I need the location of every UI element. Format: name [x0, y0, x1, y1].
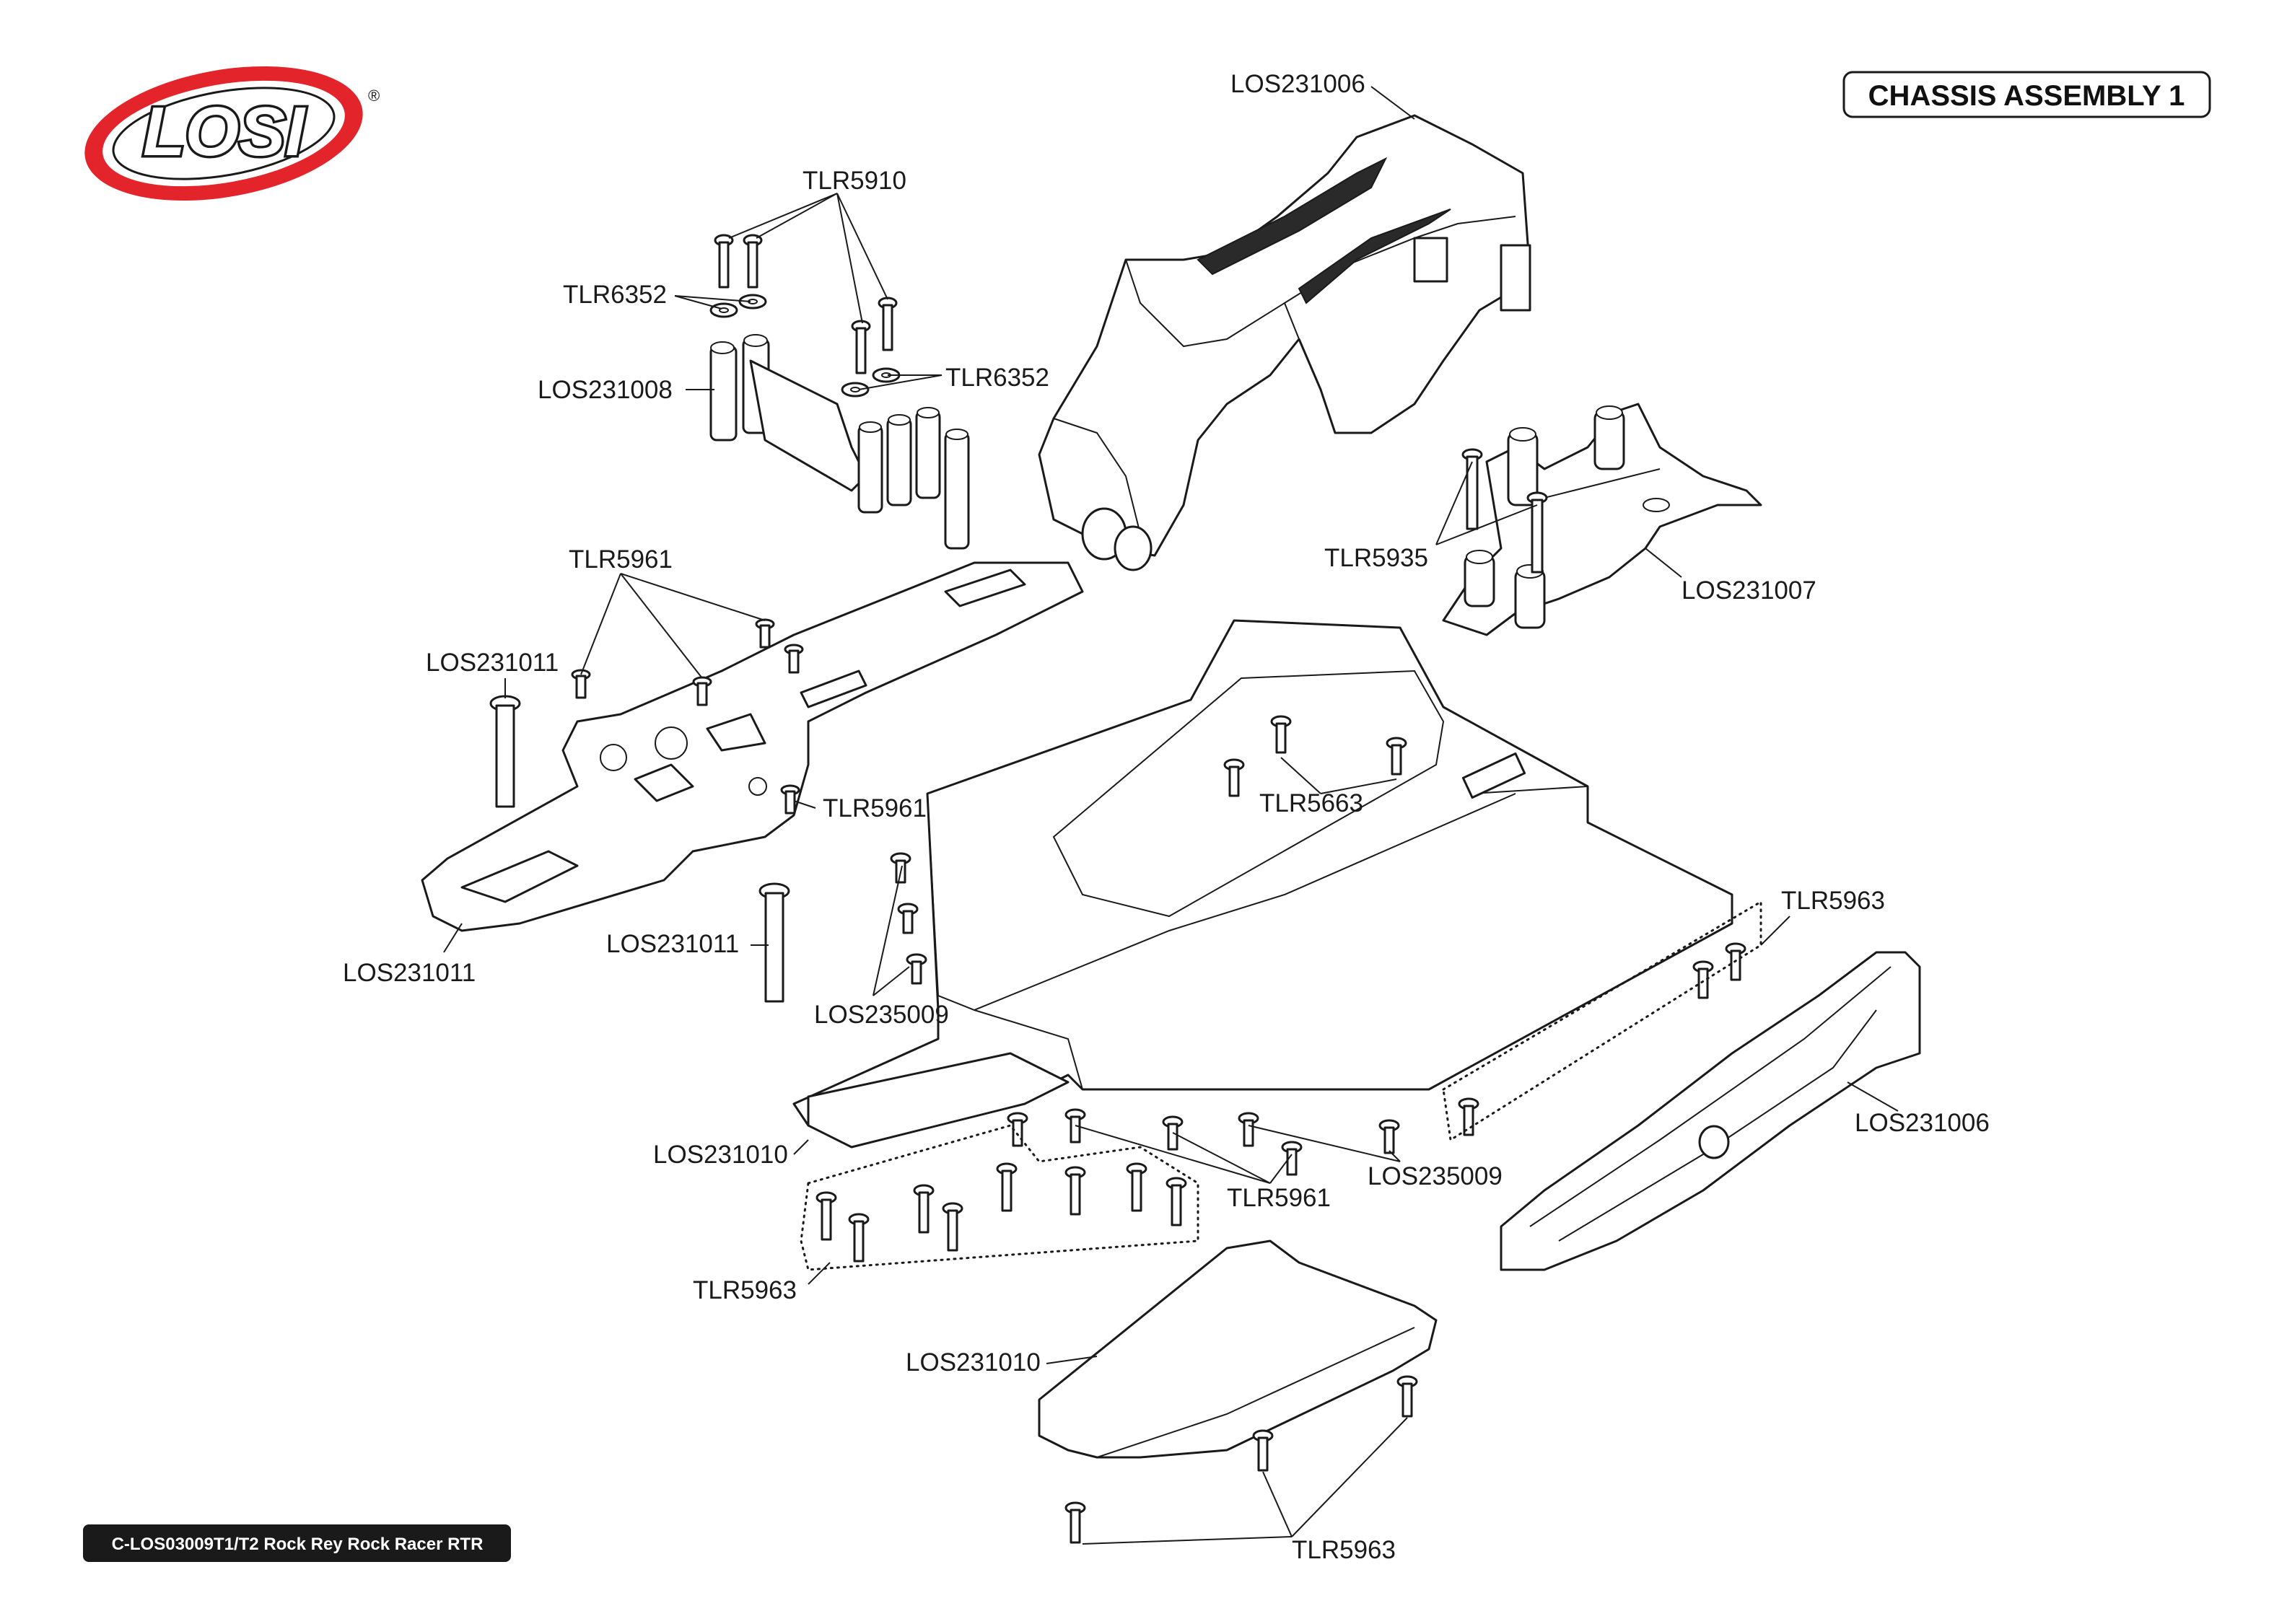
label-los231006-nerf: LOS231006	[1855, 1109, 1990, 1137]
part-top-brace	[421, 561, 1084, 932]
part-front-skid	[807, 1052, 1070, 1149]
leader-los231006-top	[1370, 86, 1415, 120]
screw	[1281, 1141, 1303, 1176]
screw	[1223, 758, 1245, 797]
title-box: CHASSIS ASSEMBLY 1	[1842, 71, 2211, 118]
label-los231011-brace: LOS231011	[343, 959, 476, 987]
posts-los231011	[489, 695, 790, 1003]
footer-badge: C-LOS03009T1/T2 Rock Rey Rock Racer RTR	[83, 1524, 511, 1562]
screw	[1162, 1115, 1184, 1151]
label-tlr5935: TLR5935	[1324, 544, 1428, 572]
losi-logo: LOSI ®	[84, 66, 380, 201]
label-tlr5961-single: TLR5961	[823, 794, 927, 822]
screw	[1064, 1166, 1086, 1216]
screw	[1378, 1119, 1400, 1154]
screw	[1396, 1375, 1418, 1418]
page-title: CHASSIS ASSEMBLY 1	[1868, 80, 2185, 112]
part-main-chassis	[792, 619, 1733, 1127]
logo-text: LOSI	[143, 93, 306, 170]
screw	[1458, 1097, 1479, 1136]
label-los231006-top: LOS231006	[1230, 70, 1365, 98]
label-los235009-left: LOS235009	[814, 1001, 949, 1029]
screw	[714, 234, 734, 289]
label-tlr5961-bottom: TLR5961	[1227, 1184, 1331, 1212]
screw	[851, 320, 871, 374]
screws-tlr5963-lower	[1064, 1375, 1418, 1544]
screws-tlr5935	[1461, 448, 1548, 574]
part-rear-mount	[1442, 403, 1762, 636]
label-tlr5910: TLR5910	[803, 167, 906, 195]
callout-labels: LOS231006 TLR5910 TLR6352 TLR6352 LOS231…	[343, 70, 1990, 1564]
label-tlr5961-brace: TLR5961	[569, 545, 673, 574]
screw	[815, 1191, 837, 1241]
part-lower-skid	[1038, 1239, 1438, 1459]
part-front-mount	[709, 334, 970, 550]
label-los235009-bottom: LOS235009	[1368, 1162, 1503, 1190]
screws-tlr5663	[1223, 715, 1407, 797]
screw	[1238, 1112, 1259, 1147]
screw	[1270, 715, 1292, 754]
screws-tlr5963-bottom-left	[815, 1162, 1187, 1263]
standoffs-los235009-left	[890, 852, 927, 985]
label-tlr6352-right: TLR6352	[945, 364, 1049, 392]
screw	[692, 676, 712, 706]
label-los231011-post-top: LOS231011	[426, 649, 559, 677]
label-tlr5663: TLR5663	[1259, 789, 1363, 817]
label-los231010-lower: LOS231010	[906, 1348, 1041, 1377]
screw	[1526, 491, 1548, 574]
screw	[1252, 1429, 1274, 1472]
screw	[878, 297, 898, 351]
screw	[913, 1184, 935, 1234]
label-tlr5963-right: TLR5963	[1781, 887, 1885, 915]
screw	[743, 234, 763, 289]
screw	[848, 1213, 870, 1263]
screw	[1692, 960, 1714, 999]
screws-tlr5910	[714, 234, 898, 374]
screw	[1064, 1108, 1086, 1144]
screw	[996, 1162, 1018, 1212]
screw	[1007, 1112, 1028, 1147]
group-outline-right	[1442, 900, 1762, 1142]
screw	[1725, 942, 1746, 981]
screw	[780, 784, 800, 815]
screw	[755, 618, 775, 649]
label-tlr5963-lower: TLR5963	[1292, 1536, 1396, 1564]
label-los231010-front: LOS231010	[653, 1141, 788, 1169]
washers-tlr6352	[709, 294, 901, 398]
screw	[1064, 1501, 1086, 1544]
label-tlr6352-left: TLR6352	[563, 281, 667, 309]
screw	[1386, 737, 1407, 776]
registered-mark: ®	[368, 87, 380, 105]
footer-text: C-LOS03009T1/T2 Rock Rey Rock Racer RTR	[112, 1535, 484, 1554]
part-body-cab	[1038, 114, 1531, 571]
screws-tlr5961-bottom	[1007, 1108, 1400, 1176]
screw	[942, 1202, 963, 1252]
part-side-nerf	[1500, 951, 1921, 1271]
screw	[1166, 1177, 1187, 1226]
label-los231008: LOS231008	[538, 376, 673, 404]
screw	[784, 644, 804, 674]
label-los231011-post-bot: LOS231011	[606, 930, 739, 958]
label-los231007: LOS231007	[1682, 576, 1816, 605]
screw	[1126, 1162, 1147, 1212]
label-tlr5963-bottomleft: TLR5963	[693, 1276, 797, 1304]
screw	[1461, 448, 1483, 530]
leader-lines	[443, 193, 1899, 1545]
